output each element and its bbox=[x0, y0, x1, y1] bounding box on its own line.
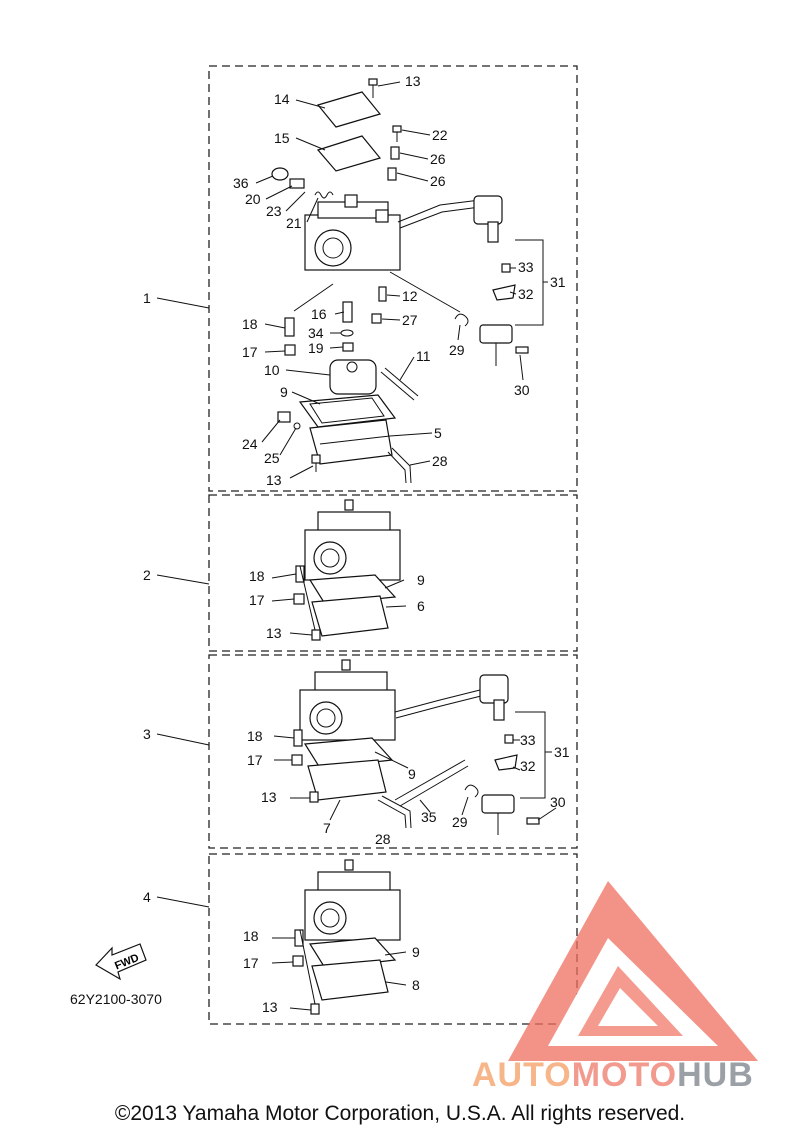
group-label-3: 3 bbox=[143, 726, 151, 742]
svg-text:17: 17 bbox=[242, 344, 258, 360]
svg-text:18: 18 bbox=[243, 928, 259, 944]
svg-text:18: 18 bbox=[247, 728, 263, 744]
copyright-text: ©2013 Yamaha Motor Corporation, U.S.A. A… bbox=[114, 1102, 686, 1125]
group-label-2: 2 bbox=[143, 567, 151, 583]
svg-text:32: 32 bbox=[520, 758, 536, 774]
svg-text:32: 32 bbox=[518, 286, 534, 302]
group-label-4: 4 bbox=[143, 889, 151, 905]
svg-text:13: 13 bbox=[405, 73, 421, 89]
fwd-arrow-icon: FWD bbox=[95, 943, 147, 981]
svg-text:5: 5 bbox=[434, 425, 442, 441]
svg-text:17: 17 bbox=[249, 592, 265, 608]
svg-text:13: 13 bbox=[262, 999, 278, 1015]
svg-text:31: 31 bbox=[550, 274, 566, 290]
svg-text:9: 9 bbox=[280, 384, 288, 400]
svg-text:13: 13 bbox=[266, 472, 282, 488]
group-box-1 bbox=[208, 65, 578, 492]
svg-text:31: 31 bbox=[554, 744, 570, 760]
svg-text:26: 26 bbox=[430, 173, 446, 189]
svg-text:9: 9 bbox=[417, 572, 425, 588]
svg-text:8: 8 bbox=[412, 977, 420, 993]
svg-text:30: 30 bbox=[514, 382, 530, 398]
watermark-logo bbox=[508, 881, 758, 1061]
svg-text:9: 9 bbox=[412, 944, 420, 960]
svg-text:28: 28 bbox=[432, 453, 448, 469]
svg-text:13: 13 bbox=[266, 625, 282, 641]
svg-text:29: 29 bbox=[449, 342, 465, 358]
svg-text:15: 15 bbox=[274, 130, 290, 146]
carburetor-assembly-1 bbox=[255, 78, 548, 484]
svg-text:18: 18 bbox=[249, 568, 265, 584]
carburetor-assembly-2 bbox=[271, 499, 407, 641]
svg-text:10: 10 bbox=[264, 362, 280, 378]
callouts-group-1: 13 14 15 22 26 26 36 20 23 21 33 31 32 1… bbox=[233, 73, 566, 488]
svg-text:33: 33 bbox=[520, 732, 536, 748]
svg-text:13: 13 bbox=[261, 789, 277, 805]
svg-text:23: 23 bbox=[266, 203, 282, 219]
svg-text:22: 22 bbox=[432, 127, 448, 143]
svg-text:17: 17 bbox=[243, 955, 259, 971]
group-box-2 bbox=[208, 494, 578, 652]
group-box-4 bbox=[208, 853, 578, 1025]
svg-text:20: 20 bbox=[245, 191, 261, 207]
svg-text:19: 19 bbox=[308, 340, 324, 356]
svg-text:24: 24 bbox=[242, 436, 258, 452]
svg-text:21: 21 bbox=[286, 215, 302, 231]
svg-text:36: 36 bbox=[233, 175, 249, 191]
group-box-3 bbox=[208, 654, 578, 849]
svg-text:26: 26 bbox=[430, 151, 446, 167]
svg-text:11: 11 bbox=[416, 348, 431, 364]
svg-text:16: 16 bbox=[311, 306, 327, 322]
svg-text:34: 34 bbox=[308, 325, 324, 341]
svg-text:35: 35 bbox=[421, 809, 437, 825]
svg-text:7: 7 bbox=[323, 820, 331, 836]
svg-text:9: 9 bbox=[408, 766, 416, 782]
carburetor-assembly-3 bbox=[273, 659, 557, 835]
svg-text:27: 27 bbox=[402, 312, 418, 328]
carburetor-assembly-4 bbox=[271, 859, 407, 1015]
svg-text:29: 29 bbox=[452, 814, 468, 830]
svg-text:17: 17 bbox=[247, 752, 263, 768]
callouts-group-3: 33 31 18 17 9 32 30 13 35 29 7 28 bbox=[247, 728, 570, 847]
svg-text:30: 30 bbox=[550, 794, 566, 810]
svg-text:14: 14 bbox=[274, 91, 290, 107]
svg-text:33: 33 bbox=[518, 259, 534, 275]
svg-text:28: 28 bbox=[375, 831, 391, 847]
svg-text:12: 12 bbox=[402, 288, 418, 304]
watermark-text: AUTOMOTOHUB bbox=[472, 1056, 754, 1094]
diagram-code: 62Y2100-3070 bbox=[70, 991, 162, 1007]
svg-text:25: 25 bbox=[264, 450, 280, 466]
svg-text:18: 18 bbox=[242, 316, 258, 332]
svg-text:6: 6 bbox=[417, 598, 425, 614]
group-label-1: 1 bbox=[143, 290, 151, 306]
callouts-group-4: 18 9 17 8 13 bbox=[243, 928, 420, 1015]
callouts-group-2: 18 9 17 6 13 bbox=[249, 568, 425, 641]
